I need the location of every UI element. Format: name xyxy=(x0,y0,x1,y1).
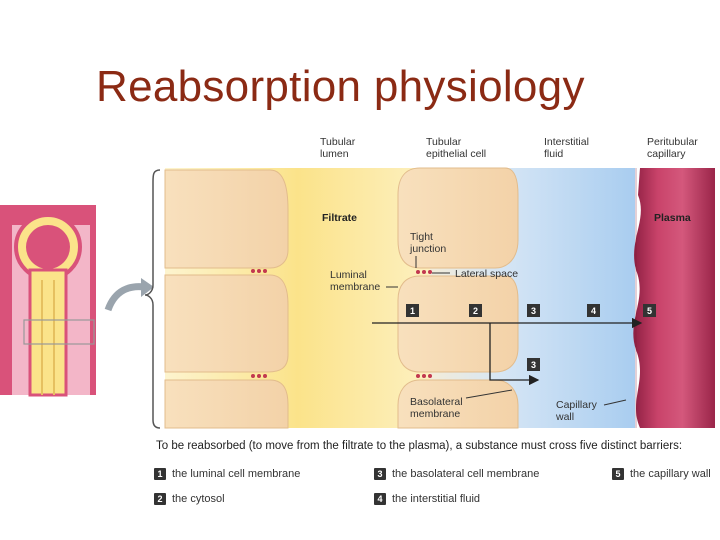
step-3: 3 xyxy=(531,306,536,316)
peritubular-capillary xyxy=(633,168,715,428)
header-tubular-lumen-1: Tubular xyxy=(320,136,356,148)
tight-junction-label-2: junction xyxy=(409,243,446,255)
page-title: Reabsorption physiology xyxy=(96,62,585,111)
legend-num-5: 5 xyxy=(612,468,624,480)
bracket xyxy=(144,169,161,429)
header-epithelial-2: epithelial cell xyxy=(426,148,486,160)
basolateral-label-1: Basolateral xyxy=(410,396,463,408)
paracellular-arrow xyxy=(489,323,540,386)
filtrate-label: Filtrate xyxy=(322,212,357,224)
tight-junction-dots xyxy=(251,269,432,378)
legend-item-3: 3 the basolateral cell membrane xyxy=(374,468,539,480)
capillary-wall-label-1: Capillary xyxy=(556,399,598,411)
plasma-label: Plasma xyxy=(654,212,691,224)
step-2: 2 xyxy=(473,306,478,316)
luminal-membrane-label-1: Luminal xyxy=(330,269,367,281)
capillary-wall-label-2: wall xyxy=(555,411,574,423)
tight-junction-label-1: Tight xyxy=(410,231,433,243)
step-5: 5 xyxy=(647,306,652,316)
legend-num-1: 1 xyxy=(154,468,166,480)
caption: To be reabsorbed (to move from the filtr… xyxy=(156,440,683,452)
step-boxes: 1 2 3 4 5 3 xyxy=(406,304,656,371)
header-tubular-lumen-2: lumen xyxy=(320,148,349,160)
step-1: 1 xyxy=(410,306,415,316)
step-4: 4 xyxy=(591,306,596,316)
legend-num-3: 3 xyxy=(374,468,386,480)
header-epithelial-1: Tubular xyxy=(426,136,462,148)
zoom-arrow xyxy=(104,283,146,312)
legend-item-4: 4 the interstitial fluid xyxy=(374,493,480,505)
basolateral-label-2: membrane xyxy=(410,408,460,420)
header-capillary-2: capillary xyxy=(647,148,686,160)
legend-item-2: 2 the cytosol xyxy=(154,493,225,505)
left-cells xyxy=(164,169,289,429)
header-interstitial-1: Interstitial xyxy=(544,136,589,148)
step-3-lateral: 3 xyxy=(531,360,536,370)
epithelial-cells xyxy=(397,167,519,429)
legend-text-2: the cytosol xyxy=(172,493,225,505)
legend-text-3: the basolateral cell membrane xyxy=(392,468,540,480)
lateral-space-label: Lateral space xyxy=(455,268,518,280)
luminal-membrane-label-2: membrane xyxy=(330,281,380,293)
legend-text-1: the luminal cell membrane xyxy=(172,468,301,480)
legend-text-5: the capillary wall xyxy=(630,468,711,480)
legend-item-1: 1 the luminal cell membrane xyxy=(154,468,300,480)
header-interstitial-2: fluid xyxy=(544,148,563,160)
legend-num-2: 2 xyxy=(154,493,166,505)
legend-text-4: the interstitial fluid xyxy=(392,493,481,505)
header-capillary-1: Peritubular xyxy=(647,136,698,148)
legend-num-4: 4 xyxy=(374,493,386,505)
nephron-schematic xyxy=(0,205,96,397)
legend-item-5: 5 the capillary wall xyxy=(612,468,711,480)
